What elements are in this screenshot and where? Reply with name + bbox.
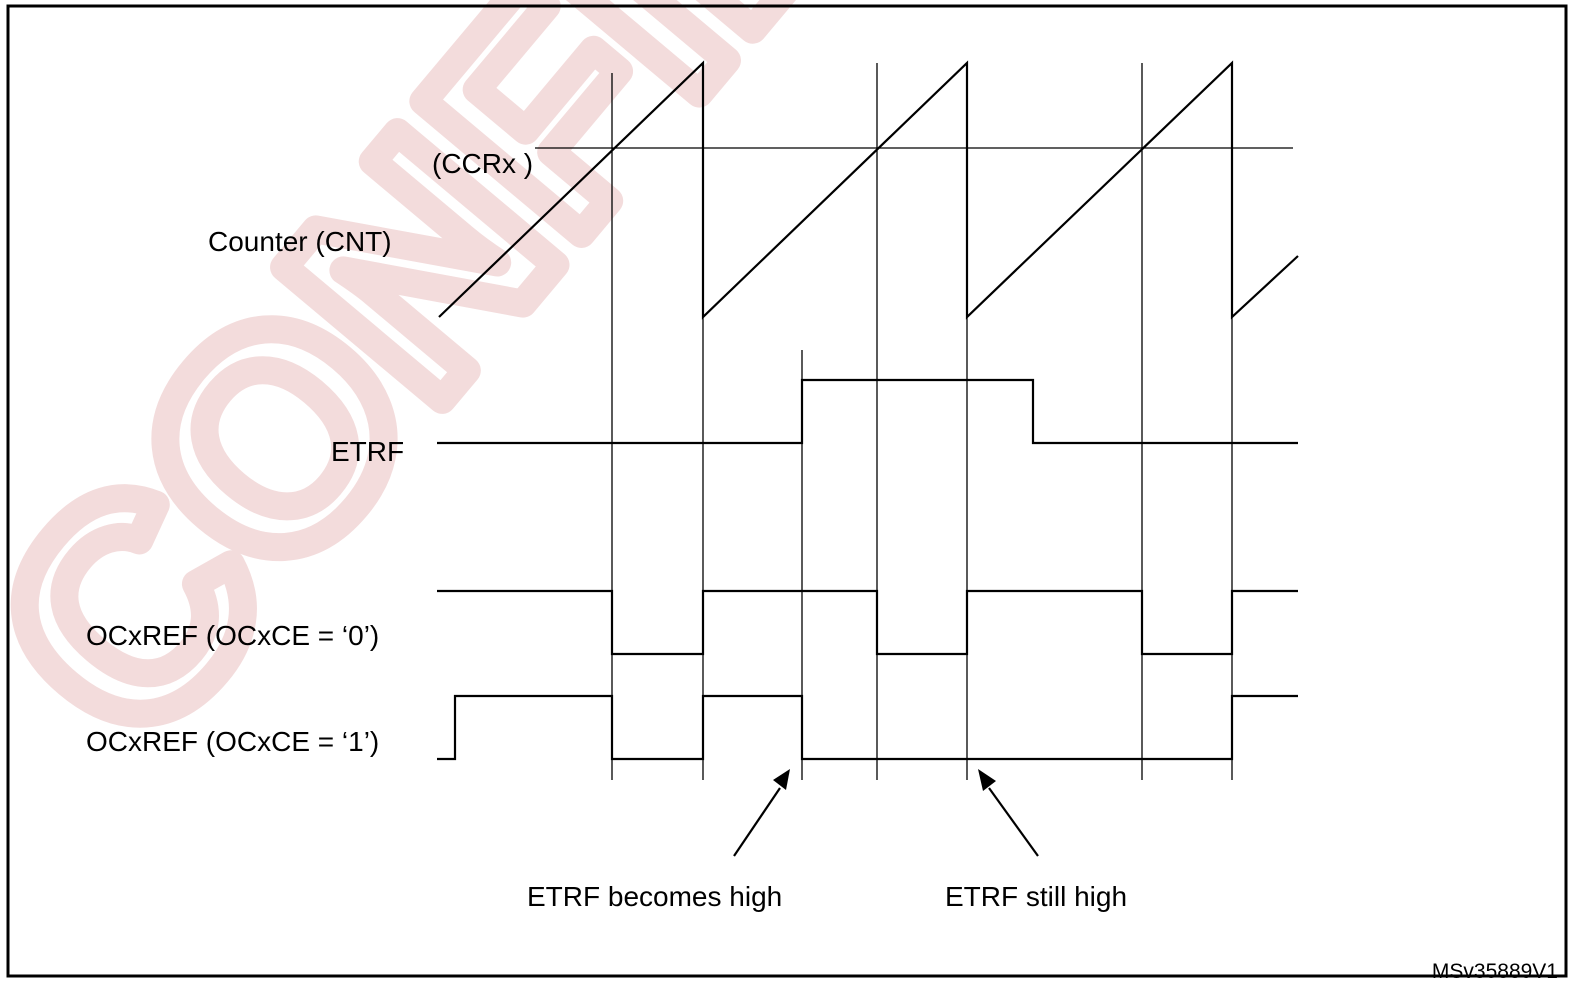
- etrf-label: ETRF: [331, 436, 404, 467]
- arrow-head: [773, 769, 790, 790]
- ocxref-ce0-waveform: [437, 589, 1298, 656]
- etrf-becomes-high-annotation: ETRF becomes high: [527, 881, 782, 912]
- counter-label: Counter (CNT): [208, 226, 392, 257]
- ocxref-ce1-label: OCxREF (OCxCE = ‘1’): [86, 726, 379, 757]
- watermark: CONFIDENTIAL: [0, 0, 1584, 815]
- etrf-waveform: [437, 378, 1298, 445]
- arrow-head: [978, 769, 996, 791]
- figure-frame: [6, 4, 1568, 978]
- arrow-etrf-becomes-high: [733, 769, 790, 857]
- watermark-text: CONFIDENTIAL: [0, 0, 1584, 815]
- ocxref-ce1-waveform: [437, 694, 1298, 761]
- counter-waveform: [438, 60, 1299, 320]
- figure-reference: MSv35889V1: [1432, 960, 1558, 983]
- ccr-label: (CCRx ): [432, 148, 533, 179]
- arrow-shaft: [733, 787, 781, 857]
- etrf-still-high-annotation: ETRF still high: [945, 881, 1127, 912]
- arrow-etrf-still-high: [978, 769, 1039, 857]
- ocxref-ce0-label: OCxREF (OCxCE = ‘0’): [86, 620, 379, 651]
- arrow-shaft: [988, 787, 1039, 857]
